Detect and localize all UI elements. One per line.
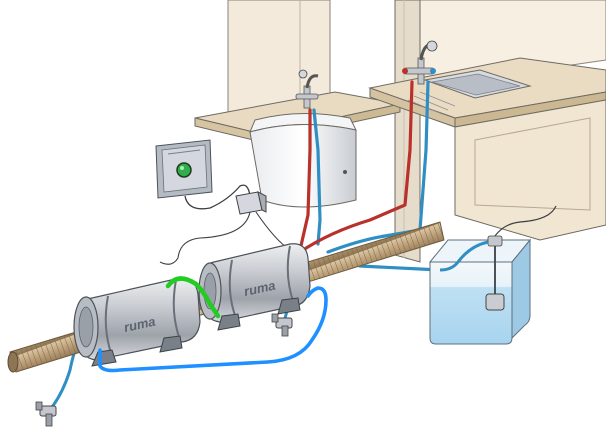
control-cable (184, 184, 251, 210)
junction-box (235, 191, 267, 215)
drain-valve-left-icon[interactable] (35, 401, 57, 427)
right-lower-cabinet (454, 99, 606, 241)
boiler-left-brand: ruma (123, 314, 157, 335)
drain-valve-rear-icon[interactable] (271, 313, 293, 337)
hot-pipe-lavatory (298, 108, 312, 252)
boiler-right[interactable]: ruma (198, 243, 311, 331)
cold-feed-from-tank (358, 264, 442, 272)
boiler-link-hose (165, 276, 221, 319)
boiler-left[interactable]: ruma (73, 277, 201, 367)
partition-column (394, 0, 421, 263)
panel-led-icon (176, 162, 192, 178)
basin-cabinet (249, 123, 357, 208)
water-tank[interactable] (428, 205, 557, 345)
lavatory-faucet-icon[interactable] (295, 69, 319, 109)
feed-loop-highlight (98, 286, 328, 373)
hot-pipe-kitchen (298, 80, 414, 254)
control-panel[interactable] (155, 139, 213, 199)
power-wire-2 (255, 211, 291, 251)
boiler-right-brand: ruma (243, 278, 277, 299)
lavatory-basin (249, 113, 357, 208)
kitchen-faucet-icon[interactable] (402, 40, 438, 85)
power-wire-1 (159, 211, 251, 265)
cold-pipe-lavatory (312, 108, 322, 246)
